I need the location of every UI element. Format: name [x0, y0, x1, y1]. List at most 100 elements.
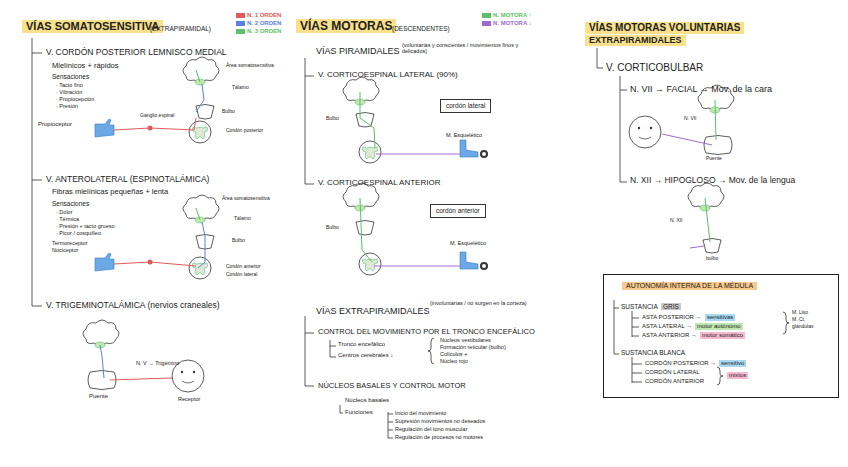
note-text: Tálamo [234, 216, 251, 222]
note-text: Bulbo [326, 116, 339, 122]
note-text: Cordón anterior [226, 264, 261, 270]
note-text: · Propiocepción [56, 96, 94, 102]
note-text: V. CORTICOESPINAL LATERAL (90%) [318, 70, 458, 79]
note-text: N. V → Trigémino [136, 360, 179, 366]
note-text: Bulbo [326, 225, 339, 231]
note-text: V. ANTEROLATERAL (ESPINOTALÁMICA) [46, 175, 209, 185]
note-text: Bulbo [222, 109, 235, 115]
title-text: VÍAS MOTORAS [296, 19, 396, 33]
note-text: Supresión movimientos no deseados [395, 418, 485, 424]
note-text: N. VII [684, 116, 697, 122]
note-text: Regulación del tono muscular [395, 426, 467, 432]
note-text: Fibras mielínicas pequeñas + lenta [52, 188, 168, 197]
label-box: cordón anterior [430, 204, 486, 218]
note-text: ASTA POSTERIOR → [642, 314, 702, 321]
legend-swatch [482, 21, 491, 26]
legend-item: N. 1 ORDEN [236, 12, 281, 18]
note-text: CORDÓN POSTERIOR → [645, 360, 716, 367]
note-text: · Vibración [56, 89, 82, 95]
note-text: SUSTANCIA BLANCA [621, 349, 685, 356]
note-text: · Tacto fino [56, 82, 83, 88]
title-text: VÍAS MOTORAS VOLUNTARIAS [585, 22, 744, 34]
note-text: glándulas [792, 324, 813, 330]
note-text: V. CORTICOBULBAR [606, 62, 703, 74]
legend-swatch [236, 13, 245, 18]
legend-item: N. 2 ORDEN [236, 20, 281, 26]
highlight-word: GRIS [661, 303, 681, 310]
note-text: M. Ct. [792, 317, 805, 323]
title-text: EXTRAPIRAMIDALES [585, 35, 686, 46]
note-text: VÍAS PIRAMIDALES [316, 46, 400, 56]
note-text: Sensaciones [52, 73, 89, 80]
note-text: Regulación de procesos no motores [395, 434, 483, 440]
note-text: N. VII → FACIAL → Mov. de la cara [630, 84, 772, 94]
note-text: Termoreceptor [52, 240, 87, 246]
note-text: Tálamo [232, 85, 249, 91]
note-text: CORDÓN ANTERIOR [645, 378, 704, 385]
highlight-word: sensitivo [719, 360, 746, 367]
note-text: bulbo [706, 256, 718, 262]
note-text: N. XII → HIPOGLOSO → Mov. de la lengua [630, 176, 795, 186]
note-text: Puente [89, 393, 108, 400]
note-text: · Térmica [56, 216, 79, 222]
note-text: Área somatosensitiva [226, 63, 274, 69]
legend-swatch [236, 29, 245, 34]
legend-text: N. 3 ORDEN [247, 28, 281, 34]
note-text: Área somatosensitiva [222, 196, 270, 202]
legend-swatch [236, 21, 245, 26]
box-text: cordón lateral [446, 102, 485, 110]
legend-text: N. 2 ORDEN [247, 20, 281, 26]
note-text: (voluntarias y conscientes / movimientos… [402, 42, 520, 55]
note-text: Tronco encefálico [338, 341, 385, 348]
note-text: Puente [706, 156, 722, 162]
note-text: NÚCLEOS BASALES Y CONTROL MOTOR [318, 382, 466, 391]
legend-text: N. MOTORA ↑ [493, 12, 532, 18]
highlight-word: mixtos [727, 372, 748, 379]
note-text: Mielínicos + rápidos [52, 62, 119, 71]
highlight-word: sensitivas [705, 314, 735, 321]
note-text: Núcleos vestibulares [440, 337, 491, 343]
legend-text: N. 1 ORDEN [247, 12, 281, 18]
note-text: Propioceptor [38, 121, 72, 128]
note-text: ASTA LATERAL → [642, 323, 692, 330]
title-text: VÍAS SOMATOSENSITIVA [22, 20, 163, 33]
label-box: cordón lateral [440, 99, 491, 113]
note-text: Sensaciones [52, 200, 89, 207]
box-text: cordón anterior [436, 207, 480, 215]
box-heading: AUTONOMÍA INTERNA DE LA MÉDULA [622, 282, 757, 290]
note-text: Inicio del movimiento [395, 410, 446, 416]
note-text: · Presión [56, 103, 78, 109]
note-text: Colículos + [440, 351, 467, 357]
note-text: (DESCENDENTES) [392, 25, 450, 32]
note-text: · Dolor [56, 209, 73, 215]
title-band: VÍAS SOMATOSENSITIVA [22, 20, 163, 34]
note-text: Formación reticular (bulbo) [440, 344, 506, 350]
note-text: Nociceptor [52, 247, 78, 253]
note-text: V. TRIGEMINOTALÁMICA (nervios craneales) [46, 301, 220, 311]
note-text: · Presión + tacto grueso [56, 223, 115, 229]
note-text: Centros cerebrales ↓ [338, 352, 393, 359]
note-text: Cordón posterior [226, 128, 263, 134]
legend-item: N. MOTORA ↓ [482, 20, 532, 26]
legend-item: N. MOTORA ↑ [482, 12, 532, 18]
note-text: Bulbo [232, 238, 245, 244]
legend-text: N. MOTORA ↓ [493, 20, 532, 26]
title-band: VÍAS MOTORAS VOLUNTARIASEXTRAPIRAMIDALES [585, 22, 744, 47]
note-text: Funciones [345, 409, 373, 416]
note-text: ASTA ANTERIOR → [642, 332, 697, 339]
note-text: N. XII [670, 218, 683, 224]
legend-swatch [482, 13, 491, 18]
note-text: (involuntarias / no surgen en la corteza… [430, 300, 530, 306]
note-text: (EXTRAPIRAMIDAL) [150, 25, 211, 32]
note-text: Núcleo rojo [440, 358, 468, 364]
note-text: M. Esquelético [450, 240, 486, 246]
note-text: V. CORTICOESPINAL ANTERIOR [318, 178, 440, 187]
note-text: V. CORDÓN POSTERIOR LEMNISCO MEDIAL [46, 48, 227, 58]
note-text: Ganglio espinal [140, 113, 174, 119]
highlight-word: motor somático [700, 332, 745, 339]
note-text: CONTROL DEL MOVIMIENTO POR EL TRONCO ENC… [318, 328, 535, 337]
title-band: VÍAS MOTORAS [296, 19, 396, 34]
note-text: Núcleos basales [345, 397, 389, 404]
note-text: · Picor / cosquilleo [56, 230, 101, 236]
